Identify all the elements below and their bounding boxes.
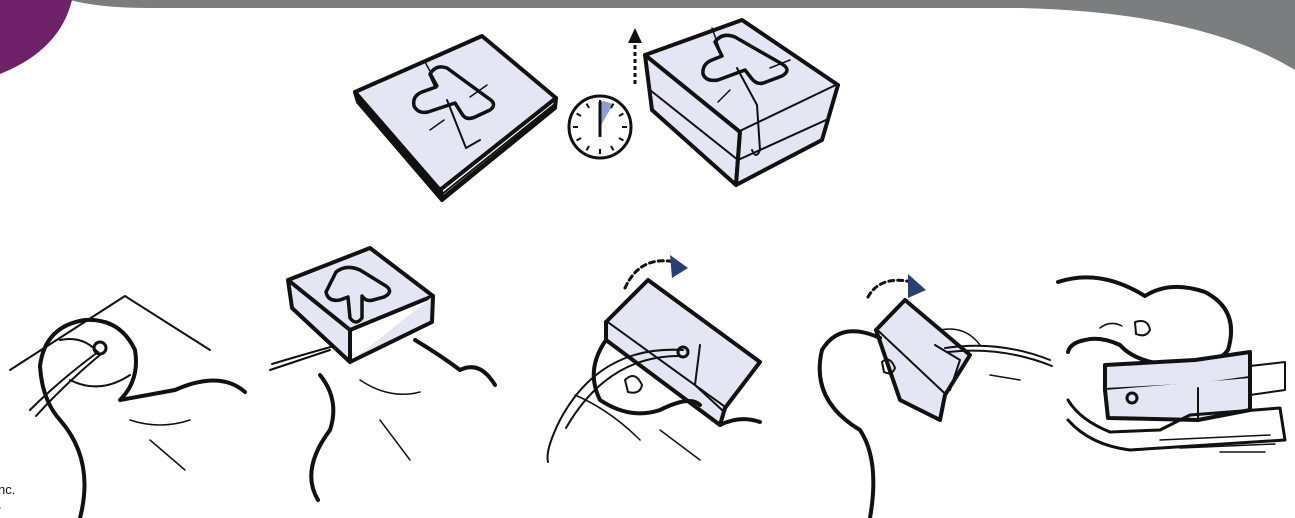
banner-purple-corner (0, 0, 72, 74)
edge-copyright-text: nc. . (0, 482, 15, 512)
expanded-pillow-illustration (645, 20, 838, 185)
curved-arrow-icon (908, 274, 926, 298)
curved-arrow-icon (670, 255, 688, 278)
step-3-illustration (548, 255, 761, 462)
up-arrow-icon (628, 28, 642, 84)
clock-icon (569, 96, 631, 158)
flat-pillow-illustration (355, 36, 556, 200)
step-4-illustration (820, 274, 1052, 518)
step-1-illustration (10, 296, 245, 518)
step-5-illustration (1058, 277, 1285, 452)
step-2-illustration (270, 248, 495, 500)
